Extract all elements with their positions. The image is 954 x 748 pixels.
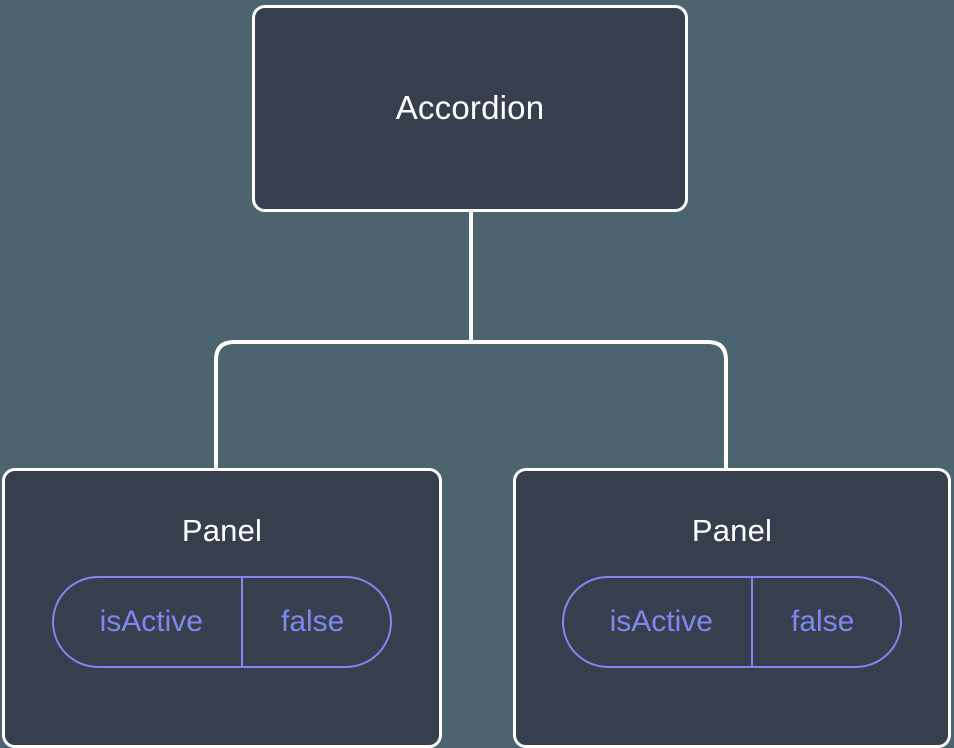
prop-pill-panel-left[interactable]: isActive false — [51, 576, 393, 669]
node-accordion-title: Accordion — [395, 89, 545, 127]
prop-key-isactive: isActive — [609, 605, 713, 639]
edge-bus-to-panel-left — [214, 340, 471, 470]
prop-key-isactive: isActive — [99, 605, 203, 639]
prop-value-isactive: false — [750, 578, 900, 667]
node-accordion[interactable]: Accordion — [252, 5, 688, 212]
prop-value-isactive: false — [240, 578, 390, 667]
node-panel-left-title: Panel — [181, 513, 263, 548]
prop-pill-panel-right[interactable]: isActive false — [561, 576, 903, 669]
node-panel-right-title: Panel — [691, 513, 773, 548]
edge-bus-to-panel-right — [471, 340, 728, 470]
node-panel-left[interactable]: Panel isActive false — [2, 468, 442, 748]
node-panel-right[interactable]: Panel isActive false — [513, 468, 951, 748]
